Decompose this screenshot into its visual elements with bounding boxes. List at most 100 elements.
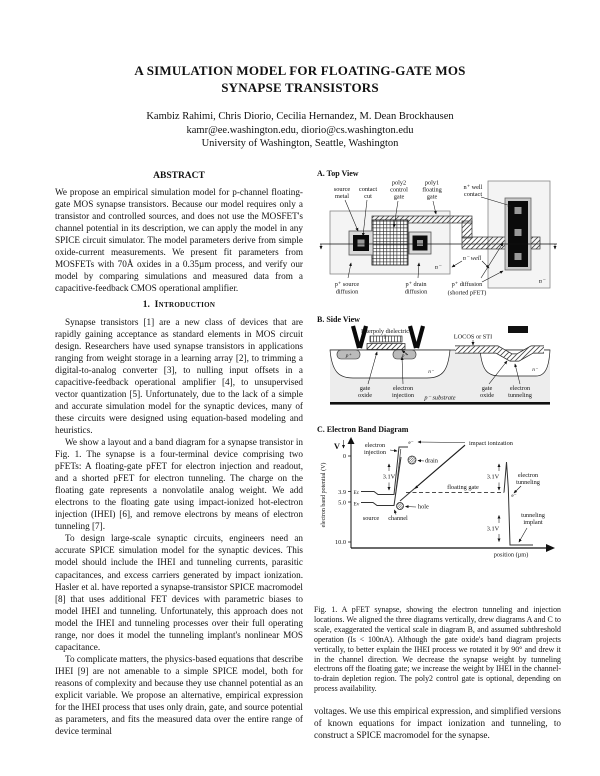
- label-well-contact-1: n⁺ well: [464, 184, 483, 191]
- label-floating-gate: floating gate: [447, 484, 479, 491]
- x-axis-label: position (µm): [494, 552, 529, 559]
- conduction-band: [361, 446, 408, 495]
- right-n-well: [479, 349, 551, 377]
- introduction-heading: 1. Introduction: [55, 299, 303, 311]
- label-n-minus-right: n⁻: [539, 278, 546, 285]
- label-gate-oxide-right-1: gate: [482, 385, 493, 392]
- x-axis: [351, 544, 555, 552]
- well-contact-metal: [508, 326, 528, 333]
- label-contact-cut-1: contact: [359, 186, 377, 193]
- y-axis-label: electron band potential (V): [320, 463, 327, 528]
- label-electron-injection-1: electron: [393, 385, 414, 392]
- label-31v-bottomright: 3.1V: [487, 526, 500, 533]
- label-gate-oxide-left-2: oxide: [358, 392, 372, 399]
- label-p-diffusion-1: p⁺ diffusion: [452, 281, 484, 288]
- label-gate-oxide-right-2: oxide: [480, 392, 494, 399]
- label-hole: hole: [418, 504, 429, 511]
- drain-via-contact: [407, 325, 426, 349]
- section-number: 1.: [142, 300, 150, 311]
- floating-gate-bar: [366, 343, 406, 350]
- drain-field-line: [399, 444, 466, 502]
- affiliation: University of Washington, Seattle, Washi…: [201, 138, 399, 149]
- label-n-minus-right-well: n⁻: [532, 367, 539, 373]
- section-line: [319, 243, 557, 250]
- label-electron-tunneling-1: electron: [510, 385, 531, 392]
- label-p-source-1: p⁺ source: [335, 281, 360, 288]
- label-e-right: e⁻: [511, 493, 516, 499]
- well-contact-column: [504, 197, 532, 271]
- tunneling-barrier: [503, 461, 533, 546]
- emails: kamr@ee.washington.edu, diorio@cs.washin…: [186, 124, 414, 136]
- intro-para-2: We show a layout and a band diagram for …: [55, 436, 303, 532]
- tick-3-9: 3.9: [338, 489, 346, 496]
- label-electron-tunneling-2: tunneling: [508, 392, 533, 399]
- paper-header: A SIMULATION MODEL FOR FLOATING-GATE MOS…: [0, 62, 600, 151]
- tick-0: 0: [343, 453, 346, 460]
- label-electron-tunneling-c-1: electron: [518, 472, 539, 479]
- injection-arrow: [401, 350, 409, 356]
- y-axis: [347, 437, 355, 548]
- tick-5-0: 5.0: [338, 500, 346, 507]
- tunneling-poly-band: [455, 345, 544, 362]
- label-p-plus-drain: p⁺: [401, 353, 409, 359]
- left-column: ABSTRACT We propose an empirical simulat…: [55, 170, 303, 737]
- intro-para-3: To design large-scale synaptic circuits,…: [55, 533, 303, 652]
- source-via-contact: [350, 325, 369, 349]
- label-poly1-2: floating: [422, 187, 442, 194]
- label-p-source-2: diffusion: [336, 289, 359, 296]
- authors: Kambiz Rahimi, Chris Diorio, Cecilia Her…: [146, 111, 454, 122]
- label-tunneling-implant-1: tunneling: [521, 512, 546, 519]
- label-poly2-1: poly2: [392, 180, 406, 187]
- label-locos-sti: LOCOS or STI: [454, 334, 492, 341]
- label-p-substrate: p⁻ substrate: [423, 395, 455, 402]
- label-electron-tunneling-c-2: tunneling: [516, 479, 541, 486]
- abstract-body: We propose an empirical simulation model…: [55, 187, 303, 294]
- label-p-plus-source: p⁺: [345, 353, 353, 359]
- panel-b-heading: B. Side View: [317, 315, 360, 324]
- intro-para-1: Synapse transistors [1] are a new class …: [55, 316, 303, 435]
- p-source-diffusion: [336, 349, 361, 360]
- label-p-drain-1: p⁺ drain: [406, 281, 428, 288]
- abstract-heading: ABSTRACT: [153, 171, 205, 181]
- drain-electron-blob: [407, 455, 417, 465]
- label-poly2-2: control: [390, 187, 408, 194]
- label-source: source: [363, 515, 380, 522]
- label-n-well: n⁻ well: [463, 255, 482, 262]
- figure-1: A. Top View: [317, 169, 557, 559]
- interpoly-dielectric-bar: [369, 335, 403, 343]
- label-drain: drain: [425, 458, 439, 465]
- label-c-injection-1: electron: [365, 442, 386, 449]
- oxide-barrier-line: [395, 448, 402, 495]
- label-p-diffusion-2: (shorted pFET): [448, 290, 487, 297]
- panel-c-band-diagram: V electron band potential (V) 0 3.9 5.0 …: [320, 437, 555, 559]
- left-n-well: [329, 349, 451, 379]
- drain-contact: [408, 231, 432, 255]
- panel-a-heading: A. Top View: [317, 169, 359, 178]
- label-contact-cut-2: cut: [364, 193, 372, 200]
- hole-blob: [396, 502, 404, 510]
- label-gate-oxide-left-1: gate: [360, 385, 371, 392]
- label-interpoly-dielectric: Interpoly dielectric: [361, 328, 409, 335]
- panel-b-side-view: p⁺ p⁺ n⁻ n⁻: [329, 325, 551, 405]
- label-poly2-3: gate: [394, 194, 405, 201]
- label-impact-ionization: impact ionization: [469, 440, 514, 447]
- label-ev: Ev: [354, 502, 360, 508]
- label-n-minus-left-well: n⁻: [428, 369, 435, 375]
- label-tunneling-implant-2: implant: [523, 519, 542, 526]
- label-31v-topright: 3.1V: [487, 474, 500, 481]
- label-source-metal-2: metal: [335, 193, 349, 200]
- label-31v-left: 3.1V: [383, 474, 396, 481]
- source-contact: [348, 230, 374, 256]
- label-channel: channel: [388, 515, 408, 522]
- label-e-top: e⁻: [408, 440, 413, 446]
- label-poly1-3: gate: [427, 194, 438, 201]
- continuation-paragraph: voltages. We use this empirical expressi…: [314, 706, 561, 741]
- poly2-control-gate: [371, 219, 409, 266]
- label-n-minus-left: n⁻: [435, 264, 442, 271]
- panel-a-top-view: source metal contact cut poly2 control g…: [319, 180, 557, 297]
- tick-10-0: 10.0: [335, 539, 346, 546]
- paper-title: A SIMULATION MODEL FOR FLOATING-GATE MOS…: [0, 62, 600, 96]
- label-well-contact-2: contact: [464, 191, 482, 198]
- title-line-1: A SIMULATION MODEL FOR FLOATING-GATE MOS: [134, 63, 466, 78]
